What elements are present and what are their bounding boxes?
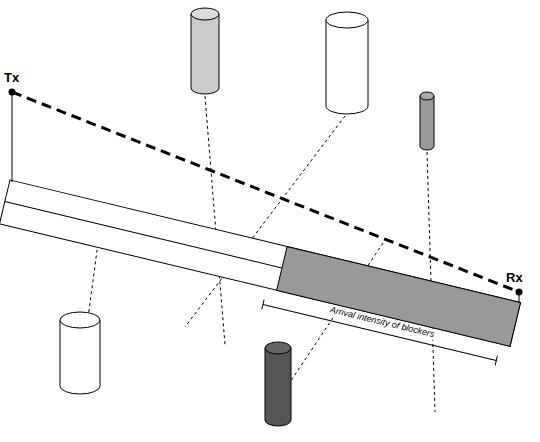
rx-node (516, 289, 523, 296)
bracket-tick (262, 300, 264, 310)
cylinder-body (326, 20, 368, 114)
tx-node (9, 89, 16, 96)
band-midline (5, 201, 282, 268)
bracket-label: Arrival intensity of blockers (327, 304, 437, 340)
cylinder-top (60, 312, 100, 328)
los-path (12, 92, 519, 292)
cylinder-top (326, 12, 368, 28)
blocker-zone (277, 247, 521, 347)
bracket-tick (495, 356, 497, 366)
blocker-cylinder (60, 312, 100, 394)
blocker-cylinder (191, 8, 219, 94)
blockers (60, 8, 434, 426)
cylinder-body (420, 96, 434, 150)
band-outline (0, 180, 520, 346)
rx-label: Rx (506, 270, 523, 286)
cylinder-top (420, 92, 434, 100)
tx-mast (12, 92, 13, 182)
cylinder-body (265, 348, 291, 426)
tx-label: Tx (4, 70, 19, 86)
bracket (263, 304, 496, 360)
blocker-cylinder (265, 342, 291, 426)
blocker-cylinder (326, 12, 368, 114)
cylinder-body (191, 14, 219, 94)
cylinder-top (191, 8, 219, 20)
blocker-path (205, 96, 225, 345)
cylinder-body (60, 320, 100, 394)
cylinder-top (265, 342, 291, 354)
blocker-cylinder (420, 92, 434, 150)
